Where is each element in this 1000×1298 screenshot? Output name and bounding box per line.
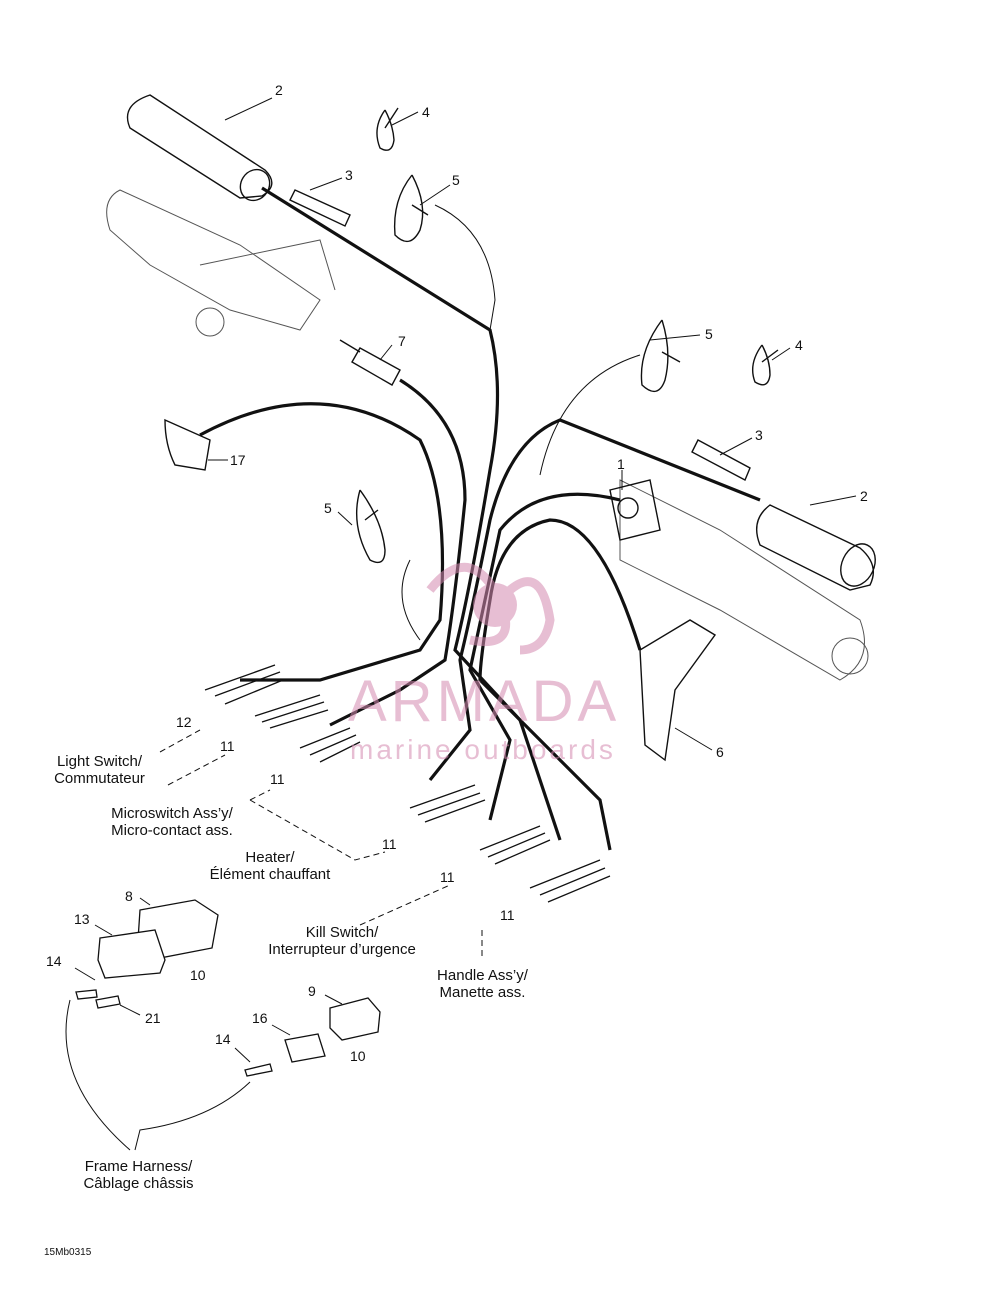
- watermark-logo: [426, 562, 555, 655]
- drawing-code: 15Mb0315: [44, 1247, 92, 1258]
- label-frame-harness: Frame Harness/ Câblage châssis: [76, 1158, 201, 1192]
- terminal-bundles: [204, 664, 611, 903]
- label-microswitch-en: Microswitch Ass’y/: [111, 805, 233, 822]
- housing-16: [284, 1033, 326, 1063]
- callout-tie-left: 4: [422, 104, 430, 120]
- watermark-brand: ARMADA: [348, 669, 621, 734]
- pin-21: [95, 995, 121, 1009]
- callout-sleeve-right: 3: [755, 427, 763, 443]
- right-grip: [756, 504, 876, 591]
- callout-terminals-11-e: 11: [500, 907, 515, 923]
- callout-lever: 6: [716, 744, 724, 760]
- label-frame-harness-fr: Câblage châssis: [83, 1175, 194, 1192]
- callout-tie-right: 4: [795, 337, 803, 353]
- harness-wire-2: [199, 402, 445, 682]
- callout-seal-10-b: 10: [350, 1048, 366, 1064]
- harness-wire-3: [329, 378, 467, 727]
- right-handlebar: [619, 479, 869, 681]
- harness-wire-5: [468, 492, 621, 821]
- label-kill-switch-fr: Interrupteur d’urgence: [268, 941, 416, 958]
- callout-terminals-11-c: 11: [382, 836, 397, 852]
- element-17: [164, 418, 211, 471]
- label-handle: Handle Ass’y/ Manette ass.: [420, 967, 545, 1001]
- callout-housing-9: 9: [308, 983, 316, 999]
- lever: [639, 619, 717, 762]
- label-handle-en: Handle Ass’y/: [437, 967, 528, 984]
- harness-wire-1: [261, 186, 562, 841]
- callout-seal-10-a: 10: [190, 967, 206, 983]
- label-heater-fr: Élément chauffant: [209, 866, 331, 883]
- mid-left-clamp: [355, 489, 386, 564]
- callout-grip-left: 2: [275, 82, 283, 98]
- left-top-clamp: [393, 174, 429, 243]
- callout-clamp-top-left: 5: [452, 172, 460, 188]
- callout-housing-13: 13: [74, 911, 90, 927]
- callout-terminals-11-d: 11: [440, 869, 455, 885]
- left-sleeve: [289, 189, 351, 227]
- label-heater: Heater/ Élément chauffant: [200, 849, 340, 883]
- callout-sleeve-left: 3: [345, 167, 353, 183]
- callout-switch: 1: [617, 456, 625, 472]
- label-frame-harness-en: Frame Harness/: [84, 1158, 193, 1175]
- label-kill-switch-en: Kill Switch/: [305, 924, 379, 941]
- right-tie: [752, 344, 779, 386]
- housing-9: [329, 997, 381, 1041]
- callout-housing-8: 8: [125, 888, 133, 904]
- callout-pin-14-a: 14: [46, 953, 62, 969]
- label-kill-switch: Kill Switch/ Interrupteur d’urgence: [252, 924, 432, 958]
- pin-14-b: [244, 1063, 273, 1077]
- label-heater-en: Heater/: [245, 849, 295, 866]
- switch: [609, 479, 661, 541]
- harness-wire-6: [478, 518, 642, 851]
- callout-terminals-11-b: 11: [270, 771, 285, 787]
- label-microswitch-fr: Micro-contact ass.: [111, 822, 233, 839]
- resistor: [339, 339, 401, 386]
- harness-wire-4: [428, 418, 761, 781]
- right-sleeve: [691, 439, 751, 481]
- callout-pin-21: 21: [145, 1010, 161, 1026]
- callout-terminals-12: 12: [176, 714, 192, 730]
- callout-grip-right: 2: [860, 488, 868, 504]
- label-microswitch: Microswitch Ass’y/ Micro-contact ass.: [92, 805, 252, 839]
- callout-pin-14-b: 14: [215, 1031, 231, 1047]
- pin-14-a: [75, 989, 98, 1000]
- callout-resistor: 7: [398, 333, 406, 349]
- label-light-switch-en: Light Switch/: [56, 753, 143, 770]
- callout-element-17: 17: [230, 452, 246, 468]
- right-top-clamp: [640, 319, 681, 393]
- left-grip: [126, 94, 273, 202]
- housing-13: [97, 929, 166, 979]
- callout-clamp-mid-left: 5: [324, 500, 332, 516]
- callout-housing-16: 16: [252, 1010, 268, 1026]
- watermark-tagline: marine outboards: [350, 734, 616, 765]
- callout-terminals-11-a: 11: [220, 738, 235, 754]
- label-handle-fr: Manette ass.: [439, 984, 526, 1001]
- left-handlebar: [106, 189, 336, 337]
- callout-clamp-top-right: 5: [705, 326, 713, 342]
- label-light-switch: Light Switch/ Commutateur: [42, 753, 157, 787]
- left-tie: [376, 107, 399, 151]
- label-light-switch-fr: Commutateur: [54, 770, 145, 787]
